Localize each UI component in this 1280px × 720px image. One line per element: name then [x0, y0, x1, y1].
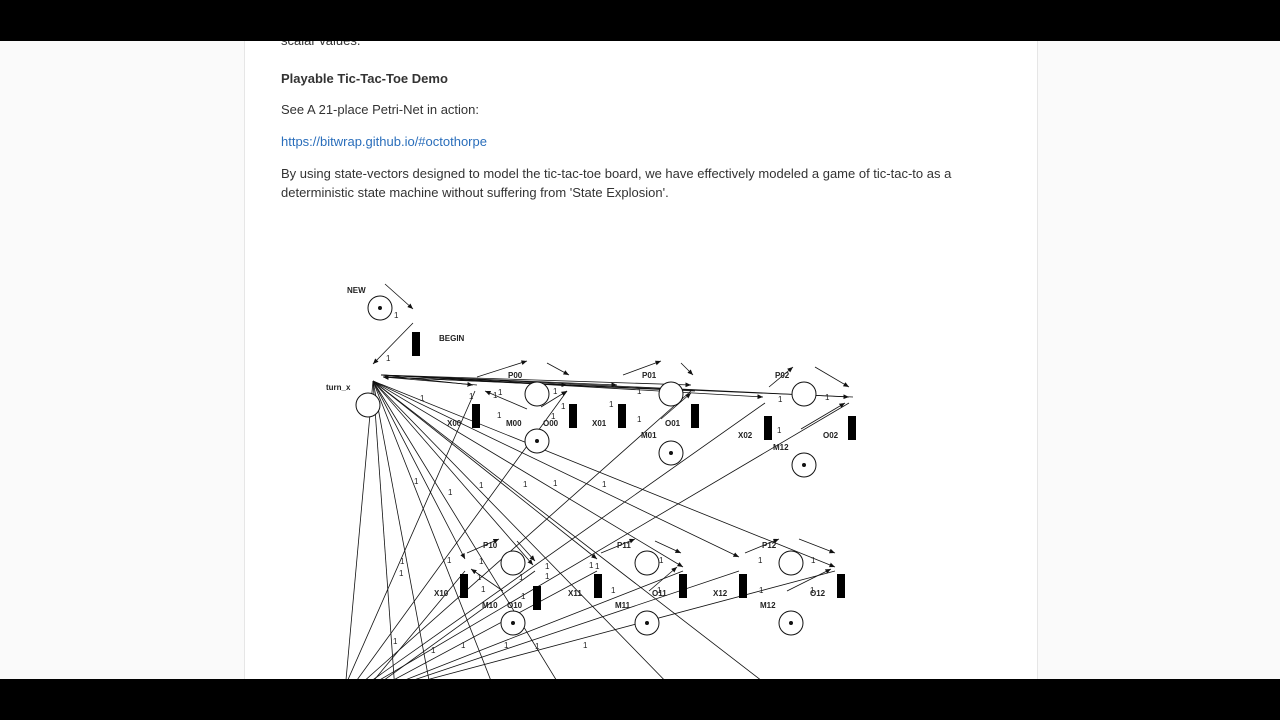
svg-text:1: 1	[553, 479, 558, 488]
label-o12: O12	[810, 589, 826, 598]
svg-text:1: 1	[431, 646, 436, 655]
svg-text:1: 1	[758, 556, 763, 565]
petri-net-diagram: NEW BEGIN turn_x P00 P01 P02 X00 M00 O00…	[326, 283, 856, 679]
svg-text:1: 1	[778, 395, 783, 404]
label-x12: X12	[713, 589, 728, 598]
cut-text-line: scalar values.	[281, 41, 360, 51]
label-x00: X00	[447, 419, 462, 428]
svg-text:1: 1	[461, 641, 466, 650]
svg-text:1: 1	[481, 585, 486, 594]
svg-text:1: 1	[414, 477, 419, 486]
paragraph-line-1: By using state-vectors designed to model…	[281, 166, 952, 181]
svg-text:1: 1	[504, 641, 509, 650]
svg-text:1: 1	[637, 387, 642, 396]
label-m10: M10	[482, 601, 498, 610]
svg-text:1: 1	[561, 402, 566, 411]
svg-text:1: 1	[479, 557, 484, 566]
transitions	[412, 332, 856, 610]
svg-text:1: 1	[479, 481, 484, 490]
label-o11: O11	[652, 589, 667, 598]
arc-weights: 1 1 1 1 1 1 1 1 1 1 1 1 1 1 1 1 1 1 1 1	[386, 311, 830, 655]
svg-text:1: 1	[498, 388, 503, 397]
svg-text:1: 1	[477, 573, 482, 582]
label-p02: P02	[775, 371, 790, 380]
label-x11: X11	[568, 589, 582, 598]
svg-text:1: 1	[400, 557, 405, 566]
label-o00: O00	[543, 419, 559, 428]
svg-text:1: 1	[399, 569, 404, 578]
label-m01: M01	[641, 431, 657, 440]
label-m11: M11	[615, 601, 631, 610]
svg-text:1: 1	[519, 573, 524, 582]
svg-text:1: 1	[637, 415, 642, 424]
label-o01: O01	[665, 419, 681, 428]
svg-text:1: 1	[545, 572, 550, 581]
label-o02: O02	[823, 431, 839, 440]
svg-text:1: 1	[545, 562, 550, 571]
article-content: scalar values. Playable Tic-Tac-Toe Demo…	[244, 41, 1038, 679]
label-x02: X02	[738, 431, 753, 440]
label-x01: X01	[592, 419, 607, 428]
label-m12-top: M12	[773, 443, 789, 452]
demo-link[interactable]: https://bitwrap.github.io/#octothorpe	[281, 134, 487, 149]
svg-text:1: 1	[551, 412, 556, 421]
label-p01: P01	[642, 371, 657, 380]
label-m00: M00	[506, 419, 522, 428]
svg-text:1: 1	[521, 592, 526, 601]
svg-text:1: 1	[447, 556, 452, 565]
label-p00: P00	[508, 371, 523, 380]
label-o10: O10	[507, 601, 523, 610]
svg-text:1: 1	[810, 586, 815, 595]
svg-text:1: 1	[657, 586, 662, 595]
label-begin: BEGIN	[439, 334, 465, 343]
svg-text:1: 1	[595, 562, 600, 571]
section-heading: Playable Tic-Tac-Toe Demo	[281, 71, 448, 86]
tokens	[378, 306, 806, 625]
svg-text:1: 1	[386, 354, 391, 363]
label-p12: P12	[762, 541, 777, 550]
svg-text:1: 1	[583, 641, 588, 650]
svg-text:1: 1	[777, 426, 782, 435]
label-m12: M12	[760, 601, 776, 610]
svg-text:1: 1	[393, 637, 398, 646]
label-p10: P10	[483, 541, 498, 550]
svg-text:1: 1	[448, 488, 453, 497]
svg-text:1: 1	[825, 393, 830, 402]
svg-text:1: 1	[553, 387, 558, 396]
svg-text:1: 1	[535, 642, 540, 651]
svg-text:1: 1	[611, 586, 616, 595]
svg-text:1: 1	[659, 556, 664, 565]
svg-text:1: 1	[420, 394, 425, 403]
svg-text:1: 1	[493, 391, 498, 400]
paragraph-line-2: deterministic state machine without suff…	[281, 185, 669, 200]
label-p11: P11	[617, 541, 631, 550]
label-turn-x: turn_x	[326, 383, 351, 392]
svg-text:1: 1	[609, 400, 614, 409]
label-x10: X10	[434, 589, 449, 598]
svg-text:1: 1	[811, 556, 816, 565]
label-new: NEW	[347, 286, 366, 295]
intro-text: See A 21-place Petri-Net in action:	[281, 102, 480, 117]
svg-text:1: 1	[469, 392, 474, 401]
svg-text:1: 1	[523, 480, 528, 489]
browser-viewport: scalar values. Playable Tic-Tac-Toe Demo…	[0, 41, 1280, 679]
svg-text:1: 1	[602, 480, 607, 489]
svg-text:1: 1	[589, 561, 594, 570]
svg-text:1: 1	[497, 411, 502, 420]
svg-text:1: 1	[394, 311, 399, 320]
svg-text:1: 1	[759, 586, 764, 595]
